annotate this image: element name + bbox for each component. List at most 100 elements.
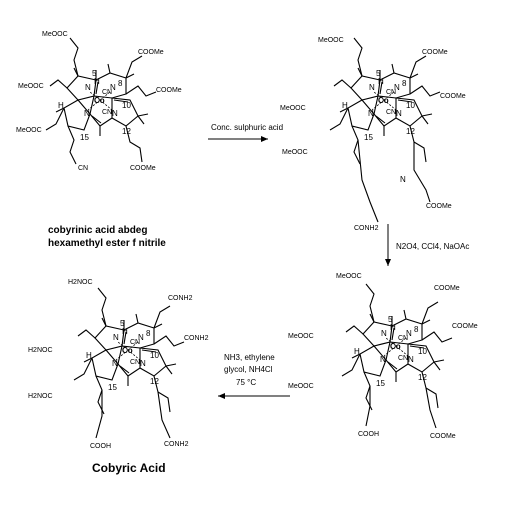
step3-conditions-line1: NH3, ethylene xyxy=(224,353,275,362)
chain-a-label: H2NOC xyxy=(68,279,93,286)
cobyric-acid-title: Cobyric Acid xyxy=(92,461,166,475)
position-15: 15 xyxy=(108,383,117,392)
position-8: 8 xyxy=(414,325,419,334)
chain-e-label: H2NOC xyxy=(28,393,53,400)
chain-g-label: COOMe xyxy=(430,433,456,440)
chain-g-extension xyxy=(413,142,431,203)
cyano-ligand-top: CN xyxy=(130,339,140,346)
chain-b-label: COOMe xyxy=(138,49,164,56)
hydrogen-3: H xyxy=(390,323,396,332)
cobalt-atom: Co xyxy=(390,342,401,351)
hydrogen-3: H xyxy=(94,77,100,86)
nitrogen-d: N xyxy=(112,359,118,368)
step2-conditions: N2O4, CCl4, NaOAc xyxy=(396,242,469,251)
chain-g-label: CONH2 xyxy=(164,441,189,448)
cobalt-atom: Co xyxy=(94,96,105,105)
chain-d-label: MeOOC xyxy=(280,105,306,112)
hydrogen-3: H xyxy=(122,327,128,336)
chain-c-label: COOMe xyxy=(440,93,466,100)
chain-e-label: MeOOC xyxy=(288,383,314,390)
nitrogen-a: N xyxy=(369,83,375,92)
cyano-ligand-bottom: CN xyxy=(102,109,112,116)
hydrogen-19: H xyxy=(86,351,92,360)
chain-c-label: COOMe xyxy=(156,87,182,94)
cyano-ligand-top: CN xyxy=(398,335,408,342)
position-8: 8 xyxy=(146,329,151,338)
chain-f-label: COOH xyxy=(358,431,379,438)
chain-f-label: CN xyxy=(78,165,88,172)
step3-conditions-line2: glycol, NH4Cl xyxy=(224,365,273,374)
cyano-ligand-bottom: CN xyxy=(386,109,396,116)
hydrogen-3: H xyxy=(378,77,384,86)
chain-g-extension xyxy=(157,391,171,439)
nitrogen-a: N xyxy=(113,333,119,342)
nitrogen-d: N xyxy=(84,109,90,118)
chain-f-label: CONH2 xyxy=(354,225,379,232)
position-10: 10 xyxy=(150,351,159,360)
chain-b-label: CONH2 xyxy=(168,295,193,302)
cyano-ligand-bottom: CN xyxy=(130,359,140,366)
start-caption-line2: hexamethyl ester f nitrile xyxy=(48,238,166,249)
position-8: 8 xyxy=(118,79,123,88)
nitrogen-a: N xyxy=(381,329,387,338)
cyano-ligand-bottom: CN xyxy=(398,355,408,362)
chain-f-extension xyxy=(357,139,379,223)
chain-g-extension xyxy=(425,387,437,429)
nitrogen-b: N xyxy=(394,83,400,92)
chain-b-label: COOMe xyxy=(422,49,448,56)
chain-e-label: MeOOC xyxy=(282,149,308,156)
position-5: 5 xyxy=(376,69,381,78)
hydrogen-19: H xyxy=(354,347,360,356)
chain-f-label: COOH xyxy=(90,443,111,450)
hydrogen-19: H xyxy=(342,101,348,110)
nitrogen-a: N xyxy=(85,83,91,92)
chain-d-label: MeOOC xyxy=(18,83,44,90)
position-12: 12 xyxy=(150,377,159,386)
nitrogen-c: N xyxy=(140,359,146,368)
chain-e-label: MeOOC xyxy=(16,127,42,134)
chain-f-extension xyxy=(95,390,103,439)
molecule-acid: MeOOC COOMe COOMe MeOOC MeOOC COOH COOMe… xyxy=(288,273,478,440)
start-caption-line1: cobyrinic acid abdeg xyxy=(48,225,147,236)
position-8: 8 xyxy=(402,79,407,88)
cobalt-atom: Co xyxy=(122,346,133,355)
molecule-start: MeOOC COOMe COOMe MeOOC MeOOC CN COOMe C… xyxy=(16,31,182,172)
chain-f-extension xyxy=(365,386,371,427)
position-15: 15 xyxy=(364,133,373,142)
chain-c-label: CONH2 xyxy=(184,335,209,342)
position-5: 5 xyxy=(120,319,125,328)
position-10: 10 xyxy=(122,101,131,110)
step3-conditions-line3: 75 °C xyxy=(236,378,256,387)
lactam-nitrogen: N xyxy=(400,175,406,184)
position-10: 10 xyxy=(418,347,427,356)
chain-d-label: MeOOC xyxy=(288,333,314,340)
hydrogen-19: H xyxy=(58,101,64,110)
position-12: 12 xyxy=(418,373,427,382)
position-12: 12 xyxy=(122,127,131,136)
chain-a-label: MeOOC xyxy=(318,37,344,44)
position-10: 10 xyxy=(406,101,415,110)
nitrogen-c: N xyxy=(396,109,402,118)
nitrogen-d: N xyxy=(380,355,386,364)
chain-a-label: MeOOC xyxy=(42,31,68,38)
nitrogen-b: N xyxy=(138,333,144,342)
nitrogen-b: N xyxy=(406,329,412,338)
nitrogen-c: N xyxy=(112,109,118,118)
chain-g-label: COOMe xyxy=(426,203,452,210)
position-15: 15 xyxy=(80,133,89,142)
cyano-ligand-top: CN xyxy=(102,89,112,96)
position-12: 12 xyxy=(406,127,415,136)
position-5: 5 xyxy=(92,69,97,78)
chain-g-label: COOMe xyxy=(130,165,156,172)
cyano-ligand-top: CN xyxy=(386,89,396,96)
position-5: 5 xyxy=(388,315,393,324)
molecule-cobyric-acid: H2NOC CONH2 CONH2 H2NOC H2NOC COOH CONH2… xyxy=(28,279,209,450)
cobalt-atom: Co xyxy=(378,96,389,105)
nitrogen-c: N xyxy=(408,355,414,364)
chain-b-label: COOMe xyxy=(434,285,460,292)
step1-conditions: Conc. sulphuric acid xyxy=(211,123,283,132)
nitrogen-d: N xyxy=(368,109,374,118)
position-15: 15 xyxy=(376,379,385,388)
molecule-lactam: MeOOC COOMe COOMe MeOOC MeOOC CONH2 COOM… xyxy=(280,37,466,232)
